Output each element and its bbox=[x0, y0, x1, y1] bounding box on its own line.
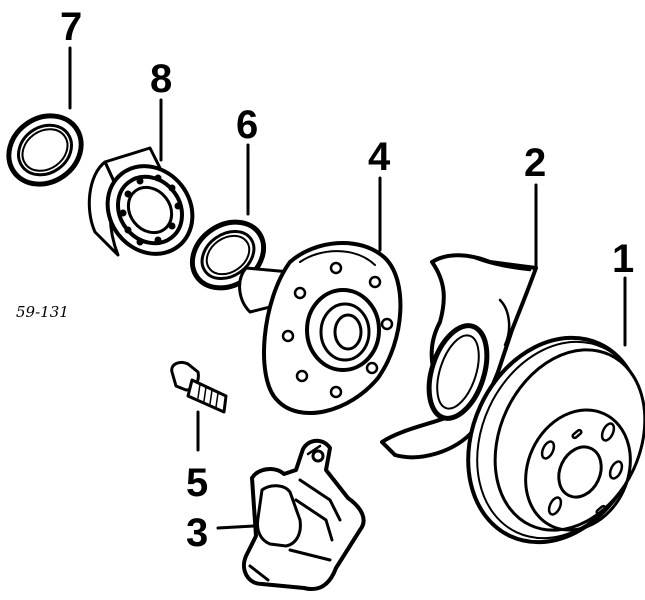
part-wheel-stud: 5 bbox=[170, 360, 228, 505]
callout-6: 6 bbox=[236, 103, 258, 147]
callout-3: 3 bbox=[186, 511, 208, 555]
reference-code: 59-131 bbox=[16, 303, 69, 321]
callout-7: 7 bbox=[60, 5, 82, 49]
part-wheel-hub: 4 bbox=[238, 135, 403, 415]
callout-4: 4 bbox=[368, 135, 391, 179]
part-splash-shield: 2 bbox=[380, 141, 546, 460]
part-brake-disc: 1 bbox=[466, 237, 645, 545]
callout-8: 8 bbox=[150, 57, 172, 101]
callout-5: 5 bbox=[186, 461, 208, 505]
callout-2: 2 bbox=[524, 141, 546, 185]
part-brake-caliper: 3 bbox=[186, 438, 366, 591]
part-wheel-bearing: 8 bbox=[87, 57, 195, 257]
callout-1: 1 bbox=[612, 237, 634, 281]
part-bearing-seal-outer: 7 bbox=[6, 5, 84, 187]
